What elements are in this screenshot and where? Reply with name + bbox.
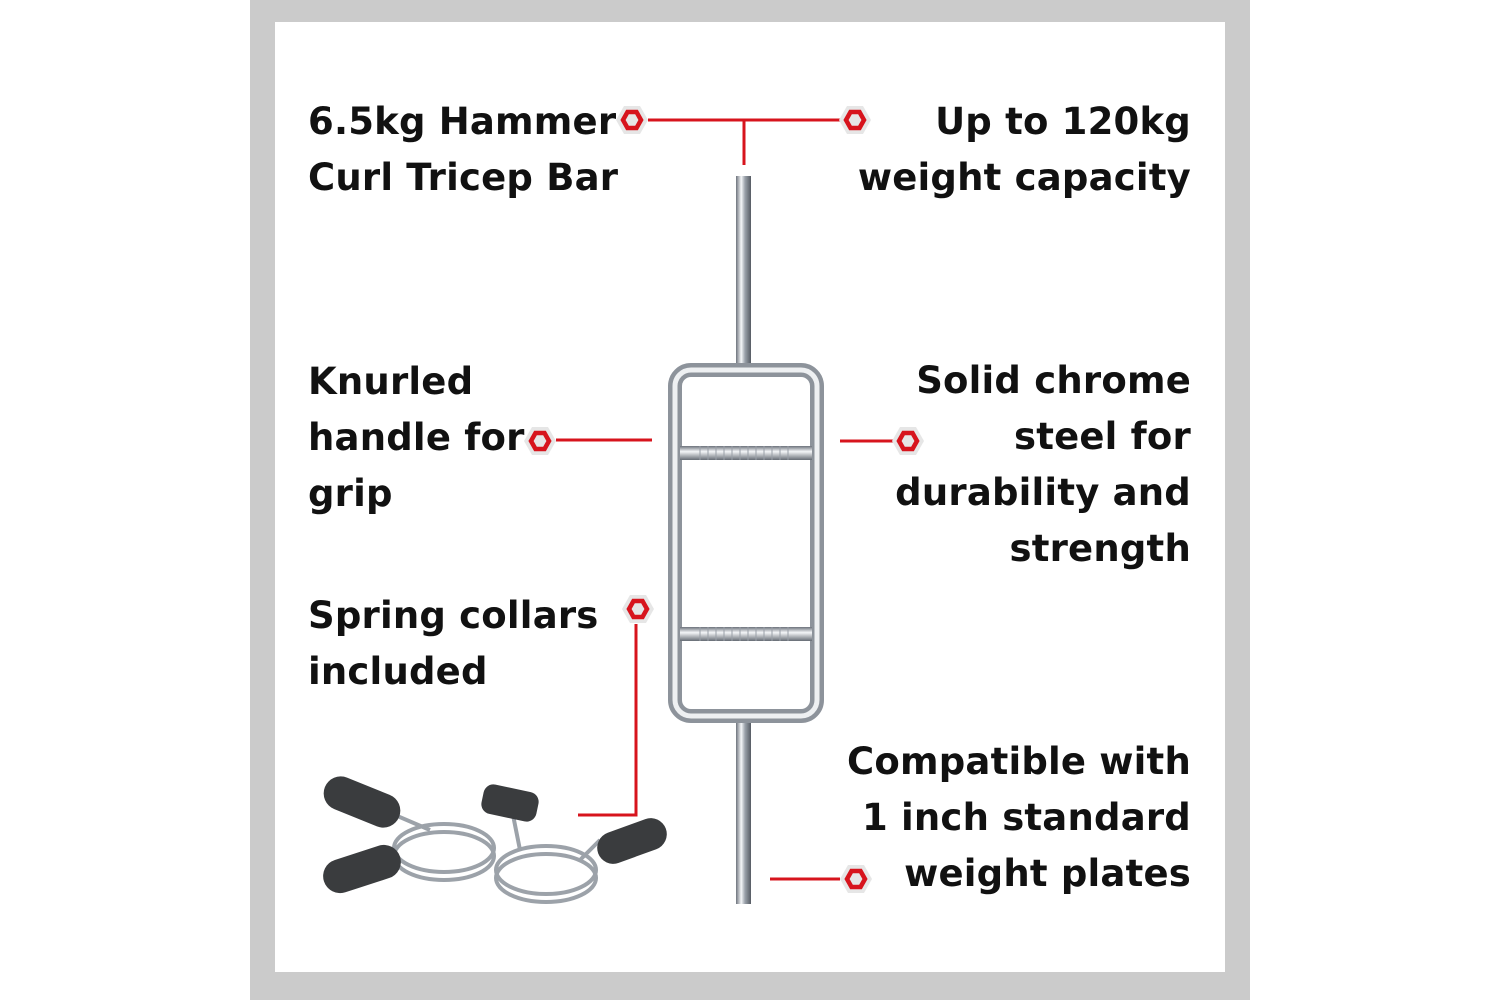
- feature-compatibility: Compatible with 1 inch standard weight p…: [847, 740, 1191, 895]
- feature-collars: Spring collars included: [308, 594, 599, 693]
- callout-lines: [556, 118, 893, 881]
- feature-handle: Knurled handle for grip: [308, 360, 525, 515]
- spring-collars: [323, 776, 667, 904]
- hex-nut-icon: [524, 427, 556, 455]
- feature-material: Solid chrome steel for durability and st…: [895, 359, 1191, 570]
- hex-nut-icon: [622, 595, 654, 623]
- tricep-bar: [668, 176, 824, 904]
- feature-weight: 6.5kg Hammer Curl Tricep Bar: [308, 100, 619, 199]
- feature-capacity: Up to 120kg weight capacity: [857, 100, 1191, 199]
- hex-nut-icon: [616, 106, 648, 134]
